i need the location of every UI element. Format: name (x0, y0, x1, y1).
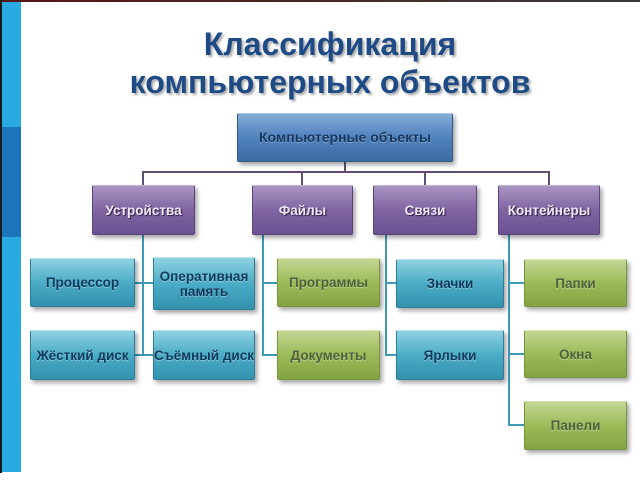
left-edge-line (0, 0, 2, 473)
connector-devices-row1 (135, 282, 153, 284)
node-hard-disk: Жёсткий диск (30, 330, 135, 380)
connector-devices-row2 (135, 354, 153, 356)
left-accent-bar (2, 2, 21, 472)
node-links: Связи (373, 185, 477, 235)
top-border-line (0, 0, 640, 2)
connector-links-spine (385, 235, 387, 356)
connector-files-row2 (262, 354, 277, 356)
node-devices: Устройства (92, 185, 195, 235)
node-files: Файлы (252, 185, 353, 235)
left-accent-bar-dark-segment (2, 127, 21, 237)
connector-containers-row3 (508, 424, 524, 426)
page-title-line2: компьютерных объектов (129, 64, 531, 101)
connector-files-spine (262, 235, 264, 356)
connector-stub-files (301, 171, 303, 185)
connector-stub-devices (142, 171, 144, 185)
connector-root-vertical (344, 162, 346, 173)
node-processor: Процессор (30, 258, 135, 307)
node-documents: Документы (277, 330, 380, 380)
node-folders: Папки (524, 259, 627, 307)
connector-links-row2 (385, 354, 396, 356)
node-removable-disk: Съёмный диск (153, 330, 255, 380)
node-panels: Панели (524, 401, 627, 450)
connector-containers-spine (508, 235, 510, 426)
connector-containers-row1 (508, 282, 524, 284)
connector-files-row1 (262, 282, 277, 284)
node-computer-objects: Компьютерные объекты (237, 113, 453, 162)
page-title-line1: Классификация (203, 26, 457, 63)
connector-containers-row2 (508, 353, 524, 355)
connector-links-row1 (385, 282, 396, 284)
node-windows: Окна (524, 330, 627, 378)
node-ram: Оперативная память (153, 257, 255, 310)
node-icons: Значки (396, 259, 504, 308)
node-containers: Контейнеры (498, 185, 600, 235)
connector-devices-spine (142, 235, 144, 356)
connector-stub-links (424, 171, 426, 185)
connector-stub-containers (548, 171, 550, 185)
node-shortcuts: Ярлыки (396, 330, 504, 380)
page-title: Классификация компьютерных объектов (20, 25, 640, 101)
node-programs: Программы (277, 258, 380, 307)
connector-level2-horizontal (142, 171, 550, 173)
